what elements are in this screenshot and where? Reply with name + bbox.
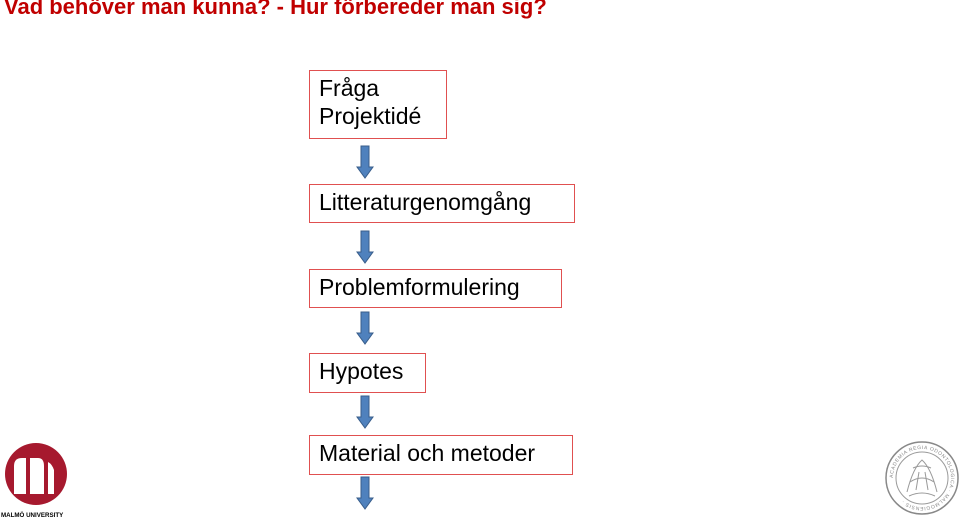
flow-step-literature-review-label: Litteraturgenomgång	[319, 189, 532, 215]
slide-title: Vad behöver man kunna? - Hur förbereder …	[4, 0, 547, 19]
malmo-university-logo: MALMÖ UNIVERSITY	[1, 443, 67, 519]
down-arrow-icon	[356, 395, 374, 429]
flow-step-literature-review: Litteraturgenomgång	[309, 184, 575, 223]
flow-step-project-idea-label: Projektidé	[319, 103, 422, 129]
down-arrow-icon	[356, 145, 374, 179]
flow-step-question-label: Fråga	[319, 75, 380, 101]
down-arrow-icon	[356, 311, 374, 345]
flow-step-question: Fråga Projektidé	[309, 70, 447, 139]
flow-step-material-methods: Material och metoder	[309, 435, 573, 475]
flow-step-problem-formulation-label: Problemformulering	[319, 274, 520, 300]
down-arrow-icon	[356, 476, 374, 510]
flow-step-problem-formulation: Problemformulering	[309, 269, 562, 308]
flow-step-material-methods-label: Material och metoder	[319, 440, 536, 466]
down-arrow-icon	[356, 230, 374, 264]
flow-step-hypothesis-label: Hypotes	[319, 358, 404, 384]
svg-text:MALMÖ UNIVERSITY: MALMÖ UNIVERSITY	[1, 512, 64, 519]
flow-step-hypothesis: Hypotes	[309, 353, 426, 393]
academia-seal-logo: ACADEMIA REGIA ODONTOLOGICA · MALMOGIENS…	[885, 441, 959, 515]
